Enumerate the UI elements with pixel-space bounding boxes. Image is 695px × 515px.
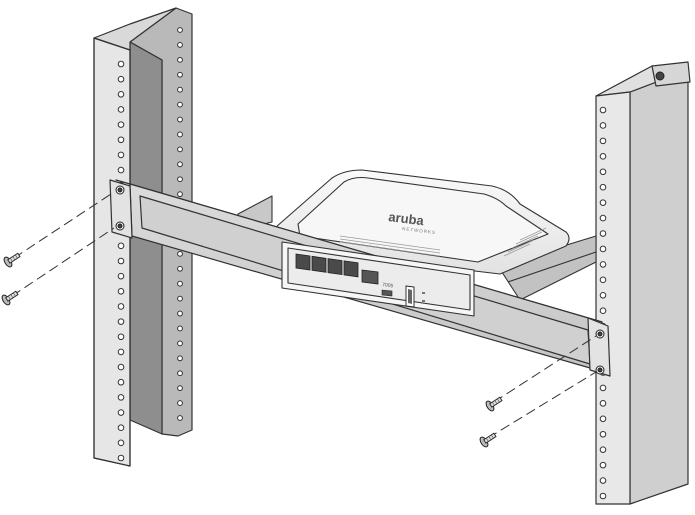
rail-hole <box>177 280 183 287</box>
bracket-holes <box>115 185 605 375</box>
rail-hole <box>117 348 125 356</box>
rail-hole <box>117 242 125 250</box>
rail-hole <box>599 183 607 191</box>
rail-hole <box>177 415 183 421</box>
rail-hole <box>177 101 183 108</box>
rail-hole <box>599 214 607 222</box>
rail-hole <box>599 168 607 176</box>
rail-hole <box>177 295 183 302</box>
ethernet-port-icon <box>311 255 327 273</box>
rail-hole <box>177 370 183 377</box>
ethernet-port-icon <box>343 260 359 278</box>
rail-hole <box>599 245 607 253</box>
rail-hole <box>177 71 183 78</box>
brand-logo: aruba <box>388 209 426 228</box>
rail-hole <box>177 400 183 406</box>
rail-hole <box>177 116 183 123</box>
rail-hole <box>117 121 125 128</box>
rail-hole <box>117 166 125 174</box>
rail-hole <box>177 56 183 63</box>
rail-hole <box>599 153 607 160</box>
rail-hole <box>177 340 183 347</box>
rail-hole <box>599 461 607 469</box>
rail-hole <box>599 446 607 453</box>
rail-hole <box>599 291 607 299</box>
rail-hole <box>177 250 183 257</box>
rail-hole <box>117 424 125 431</box>
console-port <box>361 269 379 285</box>
rail-hole <box>599 430 607 438</box>
rail-hole <box>599 307 607 315</box>
rail-hole <box>177 86 183 93</box>
rail-hole <box>117 333 125 341</box>
rail-hole <box>599 400 607 407</box>
rail-hole <box>117 257 125 265</box>
rail-hole <box>117 288 125 295</box>
rail-hole <box>117 136 125 144</box>
screws <box>1 252 503 448</box>
rail-hole <box>599 199 607 206</box>
rail-hole <box>117 409 125 416</box>
status-leds <box>422 292 425 302</box>
screw-icon <box>1 290 19 306</box>
ethernet-ports <box>295 253 359 278</box>
rail-hole <box>177 385 183 392</box>
rail-hole <box>117 303 125 310</box>
rail-hole <box>117 272 125 280</box>
rail-hole <box>599 261 607 268</box>
rail-hole <box>117 60 125 68</box>
rail-hole <box>117 454 125 462</box>
left-rack-rail <box>93 7 193 467</box>
rail-hole <box>117 439 125 447</box>
screw-icon <box>485 396 503 412</box>
rail-hole <box>117 151 125 159</box>
rail-hole <box>177 176 183 183</box>
rail-hole <box>177 161 183 168</box>
mini-usb-port <box>381 289 393 297</box>
rail-hole <box>177 27 183 33</box>
rail-hole <box>117 363 125 371</box>
rail-hole <box>177 325 183 332</box>
rail-hole <box>599 492 607 500</box>
usb-port <box>405 285 415 308</box>
rail-hole <box>117 394 125 401</box>
right-rack-rail <box>595 61 691 505</box>
rail-hole <box>177 146 183 153</box>
rail-hole <box>599 477 607 484</box>
rail-hole <box>599 276 607 284</box>
rail-hole <box>599 137 607 145</box>
screw-icon <box>3 252 21 268</box>
rail-hole <box>117 318 125 325</box>
rail-hole <box>599 384 607 392</box>
rail-hole <box>117 75 125 83</box>
rail-hole <box>177 42 183 48</box>
rail-hole <box>177 265 183 272</box>
rail-hole <box>177 310 183 317</box>
rail-hole <box>117 106 125 113</box>
rail-hole <box>599 106 607 114</box>
right-rail-tab-hole <box>655 71 665 81</box>
ethernet-port-icon <box>327 258 343 276</box>
rail-hole <box>177 191 183 198</box>
rail-hole <box>177 355 183 362</box>
rail-hole <box>117 91 125 98</box>
ethernet-port-icon <box>295 253 311 271</box>
insertion-lines <box>11 191 597 439</box>
rail-hole <box>177 131 183 138</box>
rail-hole <box>599 415 607 423</box>
rail-hole <box>117 378 125 386</box>
model-number: 7005 <box>382 282 394 290</box>
rail-hole <box>599 122 607 129</box>
brand-subtitle: NETWORKS <box>402 226 436 235</box>
left-rail-back-holes <box>177 27 183 421</box>
rail-hole <box>599 230 607 237</box>
screw-icon <box>479 432 497 448</box>
